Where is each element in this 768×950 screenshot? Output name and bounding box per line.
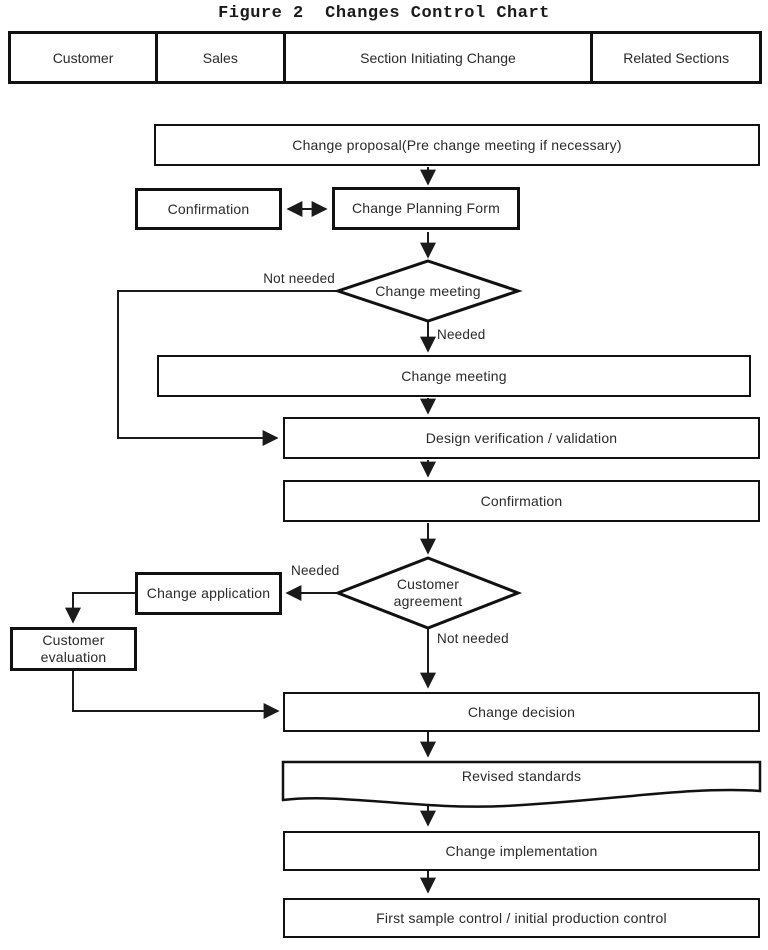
node-change-application: Change application — [135, 572, 282, 615]
edge-evaluation-to-change-decision — [72, 671, 280, 719]
node-design-verification: Design verification / validation — [283, 417, 760, 459]
node-change-implementation: Change implementation — [283, 831, 760, 871]
edge-label-agreement-needed: Needed — [291, 563, 340, 578]
node-customer-evaluation: Customer evaluation — [10, 627, 137, 671]
node-confirmation-2: Confirmation — [283, 480, 760, 522]
lane-cell-related-sections: Related Sections — [590, 34, 759, 81]
customer-agreement-decision-label: Customer agreement — [358, 576, 498, 610]
decision-diamond-customer-agreement — [333, 556, 523, 630]
customer-agreement-line2: agreement — [393, 593, 463, 609]
node-change-planning-form: Change Planning Form — [332, 187, 520, 230]
lane-cell-sales: Sales — [155, 34, 282, 81]
node-change-decision: Change decision — [283, 692, 760, 732]
edge-label-meeting-needed: Needed — [437, 327, 486, 342]
edge-label-agreement-not-needed: Not needed — [437, 631, 509, 646]
node-first-sample-control: First sample control / initial productio… — [283, 898, 760, 938]
document-shape-revised-standards — [281, 760, 762, 808]
customer-agreement-line1: Customer — [396, 576, 460, 592]
customer-evaluation-line1: Customer — [42, 632, 105, 648]
lane-cell-section-initiating-change: Section Initiating Change — [282, 34, 591, 81]
change-meeting-decision-label: Change meeting — [375, 283, 481, 299]
node-change-proposal: Change proposal(Pre change meeting if ne… — [154, 124, 760, 166]
node-change-meeting: Change meeting — [157, 355, 751, 397]
lane-header-row: Customer Sales Section Initiating Change… — [8, 31, 762, 84]
edge-not-needed-to-design-verification — [117, 290, 338, 446]
node-revised-standards-label: Revised standards — [461, 768, 582, 784]
customer-evaluation-line2: evaluation — [40, 649, 107, 665]
edge-label-meeting-not-needed: Not needed — [263, 271, 335, 286]
lane-cell-customer: Customer — [52, 49, 114, 66]
node-confirmation-1: Confirmation — [135, 188, 282, 230]
figure-title: Figure 2 Changes Control Chart — [218, 4, 550, 23]
edge-application-to-customer-evaluation — [65, 592, 136, 624]
decision-diamond-change-meeting — [333, 259, 523, 323]
